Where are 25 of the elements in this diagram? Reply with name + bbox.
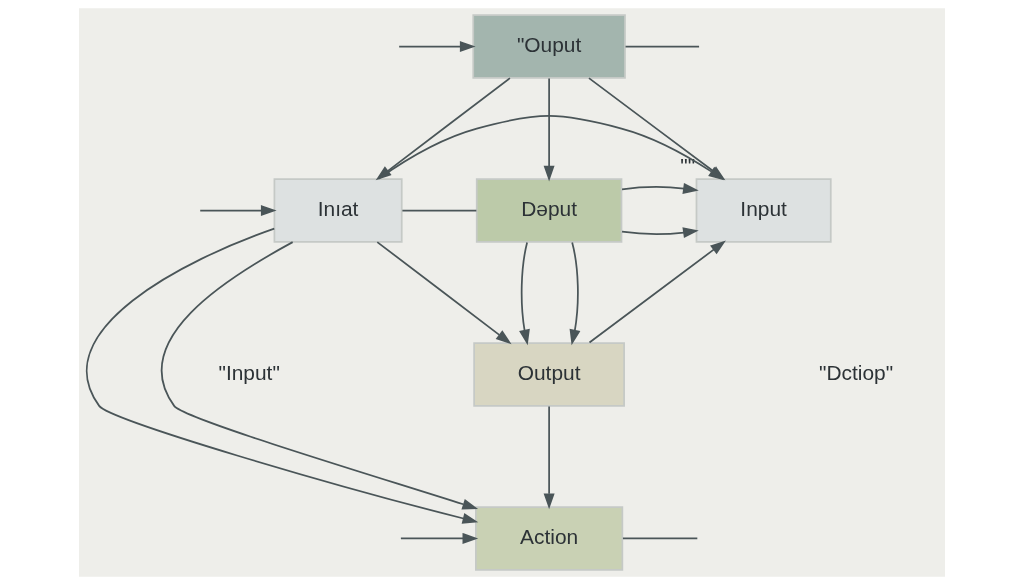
arrow — [621, 227, 699, 239]
node-box: Action — [475, 506, 624, 571]
arrow — [588, 240, 726, 344]
arrow — [543, 405, 555, 510]
node-box: Output — [473, 342, 625, 407]
node-label: "" — [680, 154, 696, 178]
node-box: "Ouput — [472, 14, 626, 79]
node-box: Inıat — [273, 178, 403, 243]
arrow — [85, 227, 479, 524]
connector — [622, 537, 699, 540]
arrow — [199, 205, 277, 217]
label: "Dctiop" — [819, 360, 894, 384]
label: "Input" — [218, 360, 280, 384]
connector — [624, 45, 700, 48]
arrow — [543, 77, 555, 182]
node-box: Input — [695, 178, 832, 243]
arrow — [398, 41, 476, 53]
arrow — [621, 183, 699, 194]
arrow — [569, 241, 581, 346]
arrow — [160, 241, 479, 510]
arrow — [519, 241, 530, 346]
arrow — [400, 532, 479, 544]
arrow — [376, 241, 512, 345]
connector — [401, 209, 478, 212]
node-box: Dəput — [475, 178, 623, 243]
